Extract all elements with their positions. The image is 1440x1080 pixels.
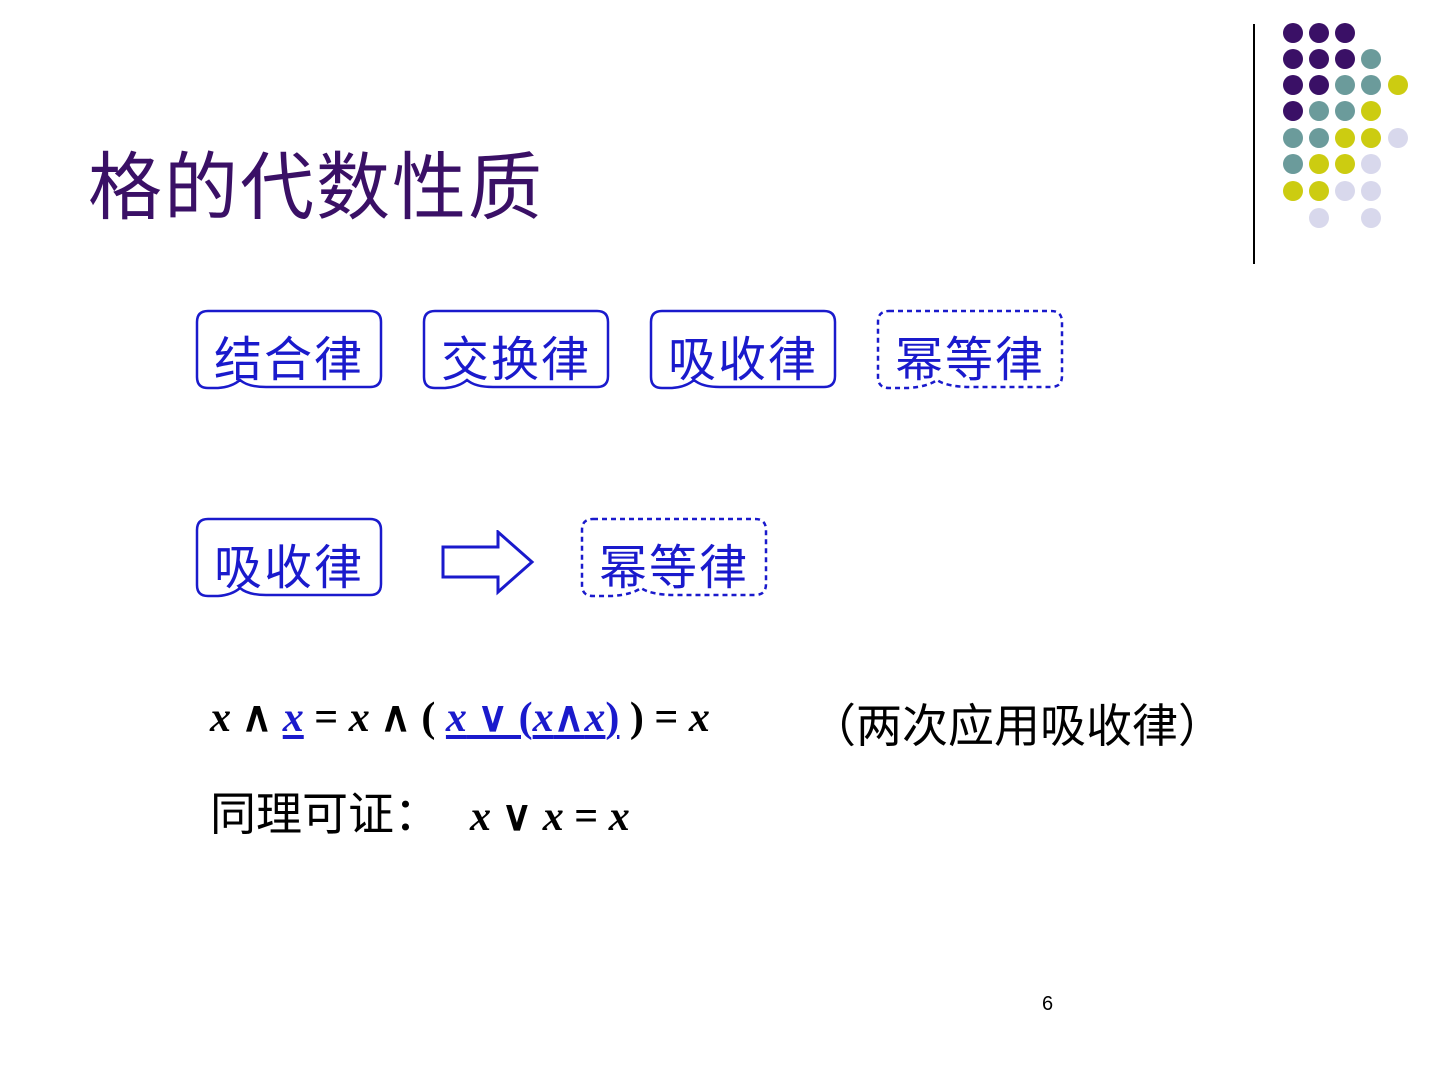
formula-operator: ∨ ( <box>466 695 533 741</box>
decorative-dot <box>1361 154 1381 174</box>
formula-variable: x <box>470 794 491 840</box>
decorative-dot <box>1309 154 1329 174</box>
decorative-dot <box>1309 101 1329 121</box>
callout-absorption-law-source: 吸收律 <box>195 517 383 600</box>
formula-operator: = <box>563 794 609 840</box>
callout-label: 结合律 <box>213 332 364 388</box>
callout-shape-dashed <box>580 517 768 598</box>
decorative-dot <box>1335 75 1355 95</box>
formula-variable: x <box>542 794 564 840</box>
formula-variable: x <box>210 695 231 741</box>
callout-label: 吸收律 <box>213 540 364 596</box>
formula-highlighted-subexpression: x ∨ (x∧x) <box>446 695 619 741</box>
decorative-dot <box>1388 75 1408 95</box>
decorative-dot <box>1309 181 1329 201</box>
callout-shape <box>649 309 837 390</box>
callout-shape <box>422 309 610 390</box>
callout-shape-dashed <box>876 309 1064 390</box>
callout-shape <box>195 309 383 390</box>
decorative-dot <box>1361 75 1381 95</box>
decorative-dot <box>1361 128 1381 148</box>
formula-variable: x <box>445 695 467 741</box>
decorative-dot <box>1283 23 1303 43</box>
decorative-dot <box>1283 154 1303 174</box>
decorative-dot <box>1361 49 1381 69</box>
formula-variable: x <box>348 695 370 741</box>
formula-variable: x <box>584 695 606 741</box>
formula-variable: x <box>688 695 710 741</box>
decorative-divider <box>1253 24 1255 264</box>
formula-operator: = <box>303 695 349 741</box>
decorative-dot <box>1361 181 1381 201</box>
callout-label: 吸收律 <box>667 332 818 388</box>
formula-operator: ∧ ( <box>369 695 446 741</box>
decorative-dot <box>1283 128 1303 148</box>
callout-commutative-law: 交换律 <box>422 309 610 392</box>
callout-idempotent-law: 幂等律 <box>876 309 1064 392</box>
decorative-dot <box>1309 23 1329 43</box>
decorative-dot <box>1335 23 1355 43</box>
callout-label: 幂等律 <box>894 332 1045 388</box>
formula-operator: ∧ <box>553 695 585 741</box>
decorative-dot <box>1361 208 1381 228</box>
implies-arrow-icon <box>440 528 536 600</box>
formula-operator: ∨ <box>491 794 543 840</box>
formula-note: （两次应用吸收律） <box>810 699 1224 753</box>
decorative-dot <box>1361 101 1381 121</box>
decorative-dot <box>1283 181 1303 201</box>
decorative-dot <box>1309 49 1329 69</box>
idempotent-proof-formula: x ∧ x = x ∧ ( x ∨ (x∧x) ) = x <box>210 692 710 742</box>
decorative-dot <box>1309 208 1329 228</box>
callout-associative-law: 结合律 <box>195 309 383 392</box>
decorative-dot <box>1388 128 1408 148</box>
dual-statement-prefix: 同理可证： <box>210 787 440 841</box>
decorative-dot <box>1283 101 1303 121</box>
callout-shape <box>195 517 383 598</box>
callout-idempotent-law-target: 幂等律 <box>580 517 768 600</box>
callout-label: 幂等律 <box>598 540 749 596</box>
formula-highlighted-variable: x <box>282 695 304 741</box>
page-number: 6 <box>1042 993 1054 1015</box>
decorative-dot <box>1309 75 1329 95</box>
decorative-dot <box>1335 128 1355 148</box>
callout-absorption-law: 吸收律 <box>649 309 837 392</box>
decorative-dot <box>1335 101 1355 121</box>
decorative-dot <box>1283 75 1303 95</box>
decorative-dot <box>1309 128 1329 148</box>
dual-formula: x ∨ x = x <box>470 794 630 840</box>
dual-statement: 同理可证： x ∨ x = x <box>210 778 630 844</box>
slide-title: 格的代数性质 <box>88 145 544 231</box>
formula-operator: ∧ <box>231 695 283 741</box>
decorative-dot <box>1335 49 1355 69</box>
decorative-dot <box>1283 49 1303 69</box>
decorative-dot <box>1335 154 1355 174</box>
callout-label: 交换律 <box>440 332 591 388</box>
formula-operator: ) <box>605 695 620 741</box>
formula-operator: ) = <box>619 695 689 741</box>
formula-variable: x <box>608 794 630 840</box>
decorative-dot <box>1335 181 1355 201</box>
formula-variable: x <box>532 695 554 741</box>
